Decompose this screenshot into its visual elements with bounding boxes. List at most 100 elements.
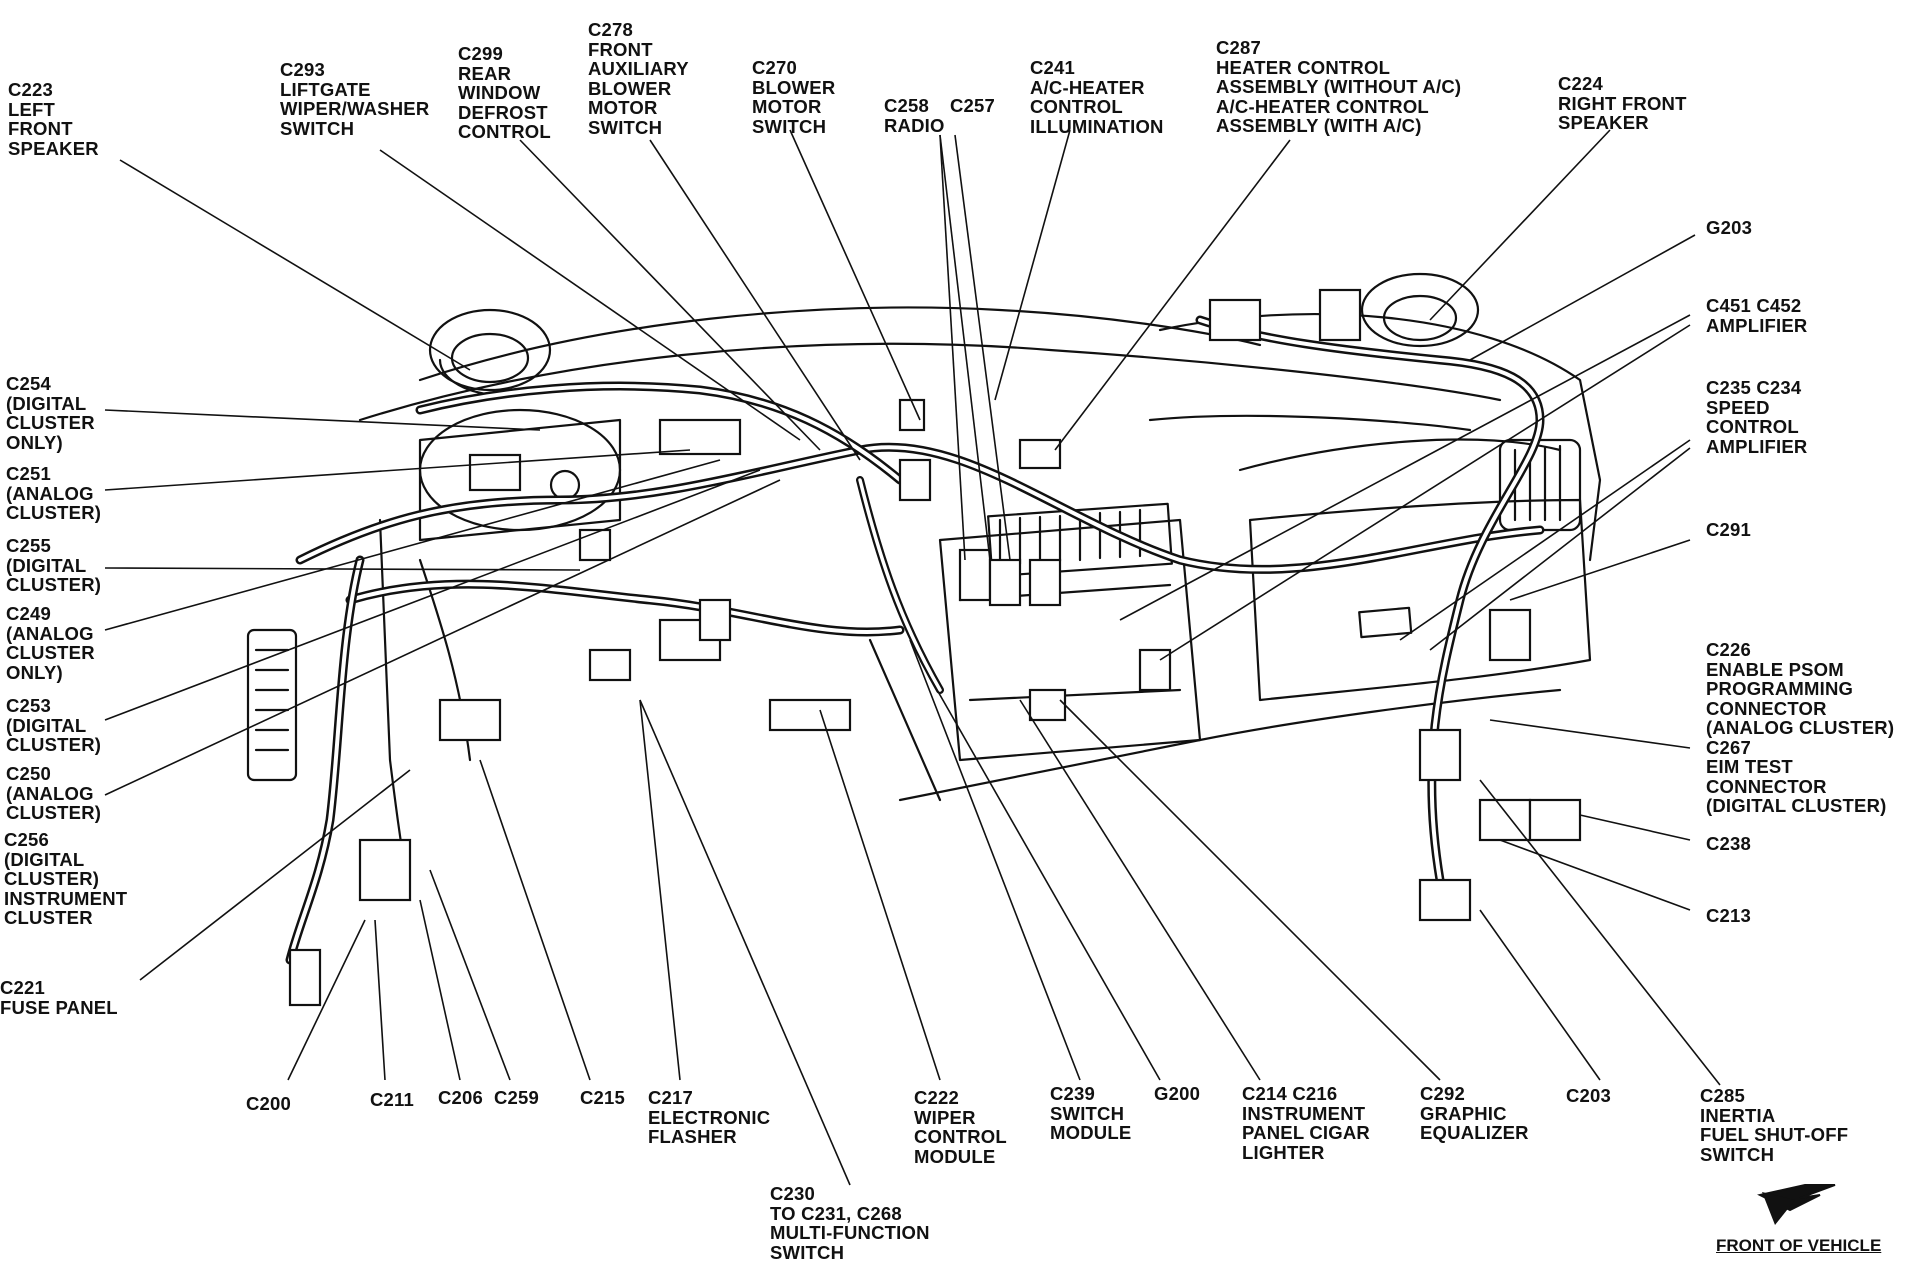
label-line: WIPER — [914, 1106, 976, 1128]
label-c213: C213 — [1706, 906, 1751, 926]
connector — [898, 458, 932, 502]
label-line: HEATER CONTROL — [1216, 56, 1391, 78]
label-line: PANEL CIGAR — [1242, 1122, 1370, 1143]
label-line: (DIGITAL — [6, 554, 87, 576]
label-line: (ANALOG — [6, 482, 94, 504]
connector — [1418, 878, 1472, 922]
label-c238: C238 — [1706, 834, 1751, 854]
label-line: AMPLIFIER — [1706, 314, 1808, 336]
label-line: LEFT — [8, 98, 56, 120]
label-line: C293 — [280, 59, 326, 80]
right-harness — [1195, 315, 1545, 885]
label-line: CONNECTOR — [1706, 775, 1827, 797]
label-line: ONLY) — [6, 661, 63, 683]
label-line: C226 — [1706, 639, 1752, 660]
label-line: C267 — [1706, 736, 1752, 758]
label-line: INSTRUMENT — [1242, 1102, 1366, 1124]
label-line: CONNECTOR — [1706, 697, 1827, 719]
label-line: LIFTGATE — [280, 78, 371, 100]
label-line: INSTRUMENT — [4, 887, 128, 909]
label-line: C270 — [752, 57, 798, 78]
label-line: FUEL SHUT-OFF — [1700, 1124, 1849, 1145]
label-line: (ANALOG — [6, 782, 94, 804]
label-line: AMPLIFIER — [1706, 435, 1808, 457]
label-line: (DIGITAL CLUSTER) — [1706, 795, 1887, 816]
connector — [588, 648, 632, 682]
label-line: REAR — [458, 62, 512, 84]
label-line: C259 — [494, 1087, 540, 1108]
label-line: MOTOR — [752, 96, 822, 117]
label-line: SPEAKER — [1558, 112, 1649, 133]
connector — [358, 838, 412, 902]
label-line: C200 — [246, 1093, 292, 1114]
label-line: A/C-HEATER CONTROL — [1216, 95, 1429, 117]
label-line: C451 C452 — [1706, 295, 1802, 316]
label-line: G200 — [1154, 1083, 1201, 1104]
label-line: FRONT — [588, 38, 653, 60]
connector — [698, 598, 732, 642]
connector — [578, 528, 612, 562]
label-c203: C203 — [1566, 1086, 1611, 1106]
label-line: EIM TEST — [1706, 756, 1793, 777]
label-c215: C215 — [580, 1088, 625, 1108]
connector — [1318, 288, 1362, 342]
connector — [1028, 688, 1067, 722]
label-c206: C206 — [438, 1088, 483, 1108]
connector — [468, 453, 522, 492]
label-line: ASSEMBLY (WITHOUT A/C) — [1216, 76, 1462, 97]
label-line: ILLUMINATION — [1030, 115, 1164, 137]
label-g200: G200 — [1154, 1084, 1200, 1104]
lower-harness — [345, 579, 905, 637]
label-c200: C200 — [246, 1094, 291, 1114]
label-line: C253 — [6, 695, 52, 716]
label-line: C257 — [950, 95, 996, 116]
connector — [988, 558, 1022, 607]
label-line: A/C-HEATER — [1030, 76, 1145, 98]
label-line: C258 — [884, 95, 930, 116]
label-c259: C259 — [494, 1088, 539, 1108]
label-line: C251 — [6, 463, 52, 484]
label-line: RIGHT FRONT — [1558, 92, 1687, 114]
center-vent — [987, 502, 1173, 578]
label-line: CLUSTER — [6, 412, 95, 433]
label-line: CLUSTER) — [6, 502, 102, 523]
label-line: C213 — [1706, 905, 1752, 926]
label-line: C206 — [438, 1087, 484, 1108]
label-line: ASSEMBLY (WITH A/C) — [1216, 115, 1422, 136]
label-line: C278 — [588, 19, 634, 40]
label-line: C291 — [1706, 519, 1752, 540]
connector — [1208, 298, 1262, 342]
label-line: CONTROL — [1706, 416, 1799, 437]
label-line: C249 — [6, 603, 52, 624]
right-speaker — [1360, 272, 1480, 348]
label-line: CLUSTER — [4, 907, 93, 928]
label-line: CONTROL — [914, 1126, 1007, 1147]
label-line: G203 — [1706, 217, 1753, 238]
label-line: C214 C216 — [1242, 1083, 1338, 1104]
label-c291: C291 — [1706, 520, 1751, 540]
connector — [898, 398, 926, 432]
label-line: SWITCH — [1050, 1102, 1125, 1124]
label-line: FRONT — [8, 118, 73, 139]
label-line: CONTROL — [1030, 96, 1123, 117]
label-line: CLUSTER) — [6, 574, 102, 595]
label-line: ENABLE PSOM — [1706, 658, 1844, 680]
label-g203: G203 — [1706, 218, 1752, 238]
connector — [1018, 438, 1062, 470]
label-line: C285 — [1700, 1085, 1746, 1106]
label-line: (ANALOG CLUSTER) — [1706, 717, 1895, 738]
label-line: CONTROL — [458, 121, 551, 142]
